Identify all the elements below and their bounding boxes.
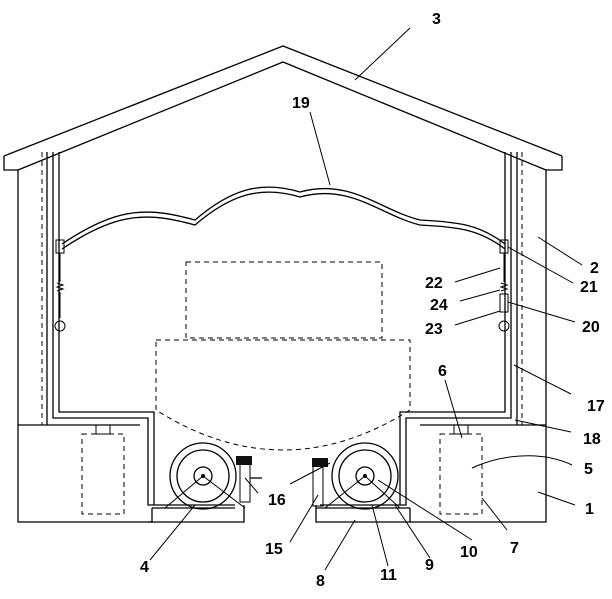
label-17: 17 (587, 398, 605, 415)
left-roller (165, 443, 262, 509)
curtain (62, 187, 505, 249)
right-wall (517, 152, 546, 425)
label-10: 10 (460, 544, 478, 561)
left-wall (18, 152, 47, 425)
label-11: 11 (380, 567, 397, 584)
label-20: 20 (582, 319, 600, 336)
right-control-box (440, 425, 482, 514)
label-7: 7 (510, 540, 519, 557)
label-18: 18 (583, 431, 601, 448)
label-22: 22 (425, 275, 443, 292)
label-8: 8 (316, 573, 325, 590)
label-5: 5 (584, 461, 593, 478)
label-6: 6 (438, 363, 447, 380)
label-3: 3 (432, 11, 441, 28)
label-15: 15 (265, 541, 283, 558)
roof (4, 46, 562, 170)
label-2: 2 (590, 260, 599, 277)
right-roller (312, 443, 400, 509)
right-hardware (499, 240, 509, 331)
label-9: 9 (425, 557, 434, 574)
label-1: 1 (585, 501, 594, 518)
label-24: 24 (430, 297, 448, 314)
left-control-box (82, 425, 124, 514)
label-4: 4 (140, 559, 149, 576)
cargo-outline (156, 262, 410, 450)
left-hardware (55, 240, 65, 331)
label-16: 16 (268, 492, 286, 509)
label-23: 23 (425, 321, 443, 338)
label-19: 19 (292, 95, 310, 112)
label-21: 21 (580, 279, 598, 296)
